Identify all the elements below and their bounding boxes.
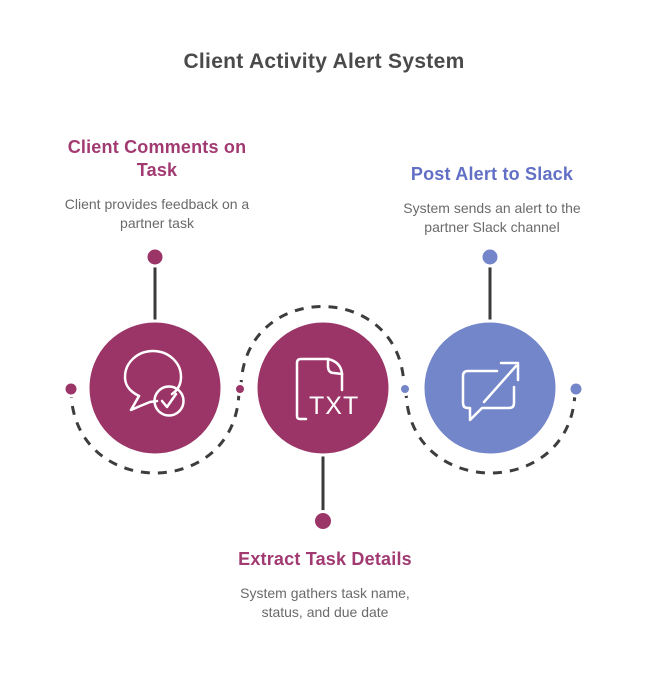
dashed-flow-path [69,305,577,475]
connector-dot-step2-bottom [312,510,334,532]
page-title: Client Activity Alert System [183,50,465,73]
connector-dot-step3-top [479,246,501,268]
flow-dot-between-1-2 [233,382,247,396]
step-node-post-slack [421,319,559,457]
flow-dot-right-edge [567,380,585,398]
step-node-client-comments [86,319,224,457]
flow-dot-between-2-3 [398,382,412,396]
txt-label: TXT [309,392,359,420]
file-fold-outer [326,357,344,376]
step2-circle [254,319,392,457]
step-title-line: Client Comments on [67,137,247,157]
step-description-line: System sends an alert to the [403,200,581,216]
flow-dot-left-edge [62,380,80,398]
step-label-extract-task: Extract Task Details System gathers task… [196,548,454,622]
share-bubble-outline [461,369,516,422]
step-description: Client provides feedback on a partner ta… [32,195,282,233]
step-title: Extract Task Details [196,548,454,571]
step-description-line: status, and due date [261,604,389,620]
txt-file-icon: TXT [295,357,359,421]
step1-circle [86,319,224,457]
step-title-line: Extract Task Details [238,549,412,569]
share-arrow-head [499,361,520,382]
step-description: System gathers task name, status, and du… [196,584,454,622]
step3-circle [421,319,559,457]
check-mark [160,392,178,409]
chat-bubble-tail [129,394,159,412]
connector-dot-step1-top [144,246,166,268]
step-title: Post Alert to Slack [366,163,618,186]
step-description-line: partner Slack channel [424,219,560,235]
file-body-outline [295,357,330,421]
step-title: Client Comments on Task [32,136,282,182]
step-label-post-slack: Post Alert to Slack System sends an aler… [366,163,618,237]
share-icon [461,361,520,422]
check-circle [153,385,185,417]
step-label-client-comments: Client Comments on Task Client provides … [32,136,282,233]
step-description-line: System gathers task name, [240,585,410,601]
step-description-line: partner task [120,215,194,231]
step-description: System sends an alert to the partner Sla… [366,199,618,237]
step-description-line: Client provides feedback on a [64,196,250,212]
chat-bubble-outline [123,349,183,398]
step-node-extract-task: TXT [254,319,392,457]
step-title-line: Task [136,160,178,180]
chat-check-icon [123,349,185,417]
file-fold-flap [326,357,344,376]
share-arrow-shaft [482,364,518,404]
step-title-line: Post Alert to Slack [410,164,574,184]
